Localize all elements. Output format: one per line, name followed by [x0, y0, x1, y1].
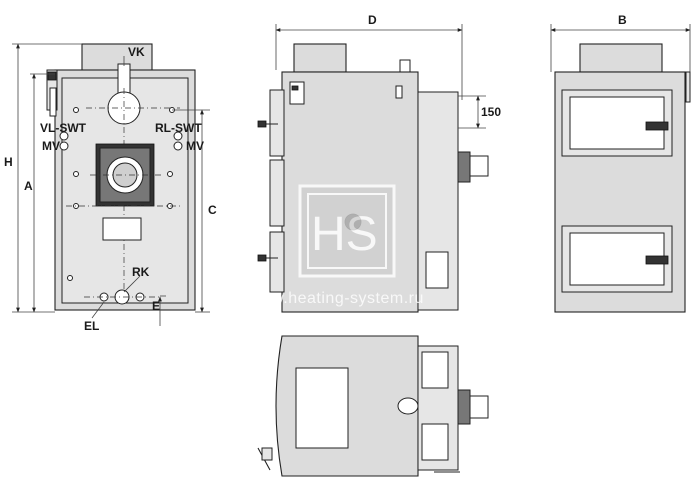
label-el: EL [84, 319, 99, 333]
mv-right-socket [173, 141, 183, 151]
label-a: A [24, 179, 33, 193]
top-view [257, 335, 489, 477]
front-dimensions [12, 43, 210, 326]
label-c: C [208, 203, 217, 217]
label-mv-left: MV [42, 139, 60, 153]
label-e: E [152, 299, 160, 313]
inspection-window [102, 217, 142, 241]
flue-box-front [81, 43, 153, 73]
label-vk: VK [128, 45, 145, 59]
label-mv-right: MV [186, 139, 204, 153]
mv-left-socket [59, 141, 69, 151]
label-rl-swt: RL-SWT [155, 121, 202, 135]
label-d: D [368, 13, 377, 27]
rl-swt-socket [173, 131, 183, 141]
watermark-url: www.heating-system.ru [247, 290, 424, 307]
label-vl-swt: VL-SWT [40, 121, 87, 135]
front-view [46, 43, 196, 311]
label-rk: RK [132, 265, 150, 279]
label-h: H [4, 155, 13, 169]
label-b: B [618, 13, 627, 27]
label-150: 150 [481, 105, 501, 119]
vl-swt-socket [59, 131, 69, 141]
watermark: HS www.heating-system.ru [247, 184, 424, 307]
top-view-panel [295, 367, 349, 449]
watermark-logo: HS [311, 208, 378, 261]
back-view [550, 24, 691, 313]
